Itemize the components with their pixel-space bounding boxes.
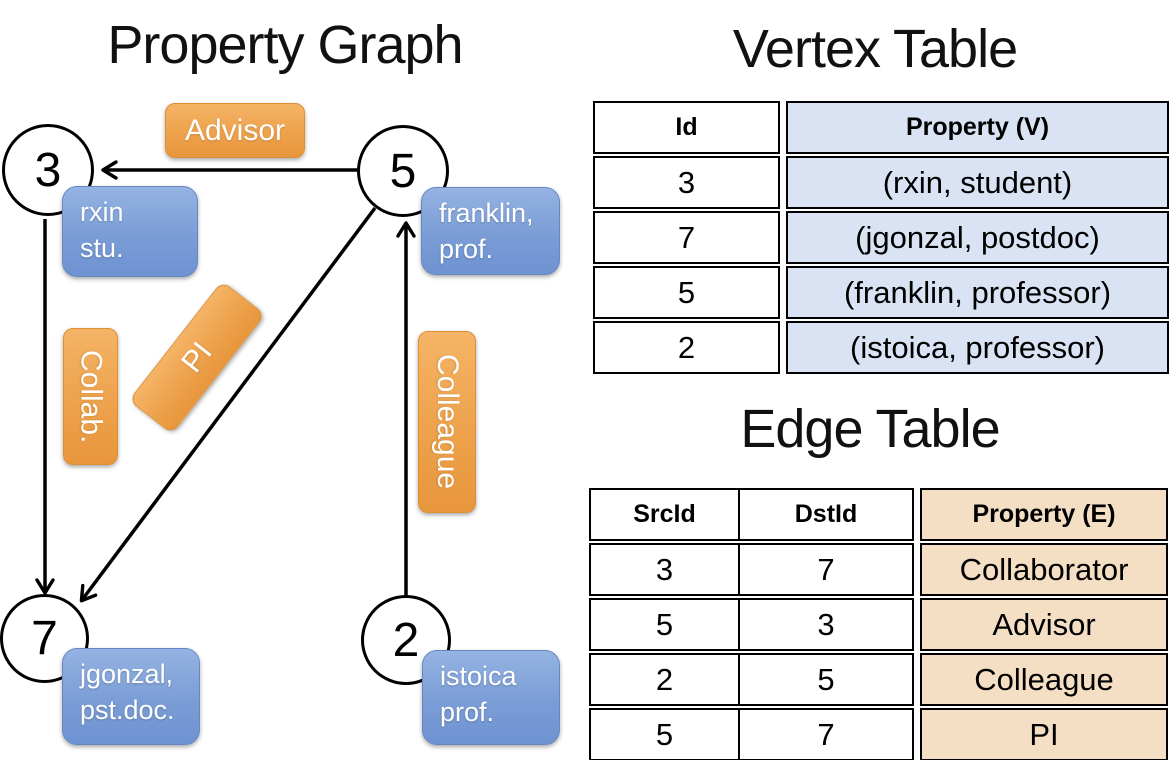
vertex-property-line: stu. bbox=[80, 232, 124, 263]
edge-table-id-columns: SrcId DstId 3 7 5 3 2 5 5 7 bbox=[589, 488, 914, 760]
vertex-property-line: jgonzal, bbox=[80, 659, 174, 689]
edge-table-property-cell: Colleague bbox=[920, 653, 1168, 706]
edge-table: SrcId DstId 3 7 5 3 2 5 5 7 Property (E)… bbox=[589, 488, 1168, 760]
vertex-table-header-id: Id bbox=[593, 101, 780, 154]
vertex-table-property-cell: (rxin, student) bbox=[786, 156, 1169, 209]
edge-table-row: 5 3 bbox=[589, 598, 914, 651]
edge-table-src-cell: 5 bbox=[589, 708, 740, 760]
vertex-node-2: 2 bbox=[361, 595, 451, 685]
graph-panel-title: Property Graph bbox=[107, 15, 463, 75]
edge-table-header-dstid: DstId bbox=[738, 488, 914, 541]
edge-table-property-cell: Collaborator bbox=[920, 543, 1168, 596]
edge-table-row: 2 5 bbox=[589, 653, 914, 706]
vertex-property-line: franklin, bbox=[439, 198, 534, 228]
edge-table-property-column: Property (E) Collaborator Advisor Collea… bbox=[920, 488, 1168, 760]
vertex-table: Id 3 7 5 2 Property (V) (rxin, student) … bbox=[593, 101, 1169, 374]
edge-table-dst-cell: 7 bbox=[738, 543, 914, 596]
vertex-property-box-franklin: franklin, prof. bbox=[421, 187, 560, 275]
vertex-property-line: rxin bbox=[80, 197, 124, 227]
vertex-property-line: istoica bbox=[440, 661, 517, 691]
vertex-property-box-jgonzal: jgonzal, pst.doc. bbox=[62, 648, 200, 745]
vertex-table-id-column: Id 3 7 5 2 bbox=[593, 101, 780, 374]
edge-table-property-cell: Advisor bbox=[920, 598, 1168, 651]
edge-table-row: 3 7 bbox=[589, 543, 914, 596]
edge-table-dst-cell: 5 bbox=[738, 653, 914, 706]
edge-table-src-cell: 5 bbox=[589, 598, 740, 651]
edge-table-property-cell: PI bbox=[920, 708, 1168, 760]
edge-label-collab: Collab. bbox=[63, 328, 118, 465]
edge-table-row: 5 7 bbox=[589, 708, 914, 760]
edge-table-src-cell: 3 bbox=[589, 543, 740, 596]
graph-edge-lines bbox=[35, 160, 416, 603]
vertex-property-box-istoica: istoica prof. bbox=[422, 650, 560, 745]
vertex-property-line: prof. bbox=[439, 233, 494, 264]
edge-table-dst-cell: 7 bbox=[738, 708, 914, 760]
vertex-table-property-cell: (jgonzal, postdoc) bbox=[786, 211, 1169, 264]
vertex-table-header-property: Property (V) bbox=[786, 101, 1169, 154]
vertex-table-id-cell: 7 bbox=[593, 211, 780, 264]
edge-table-header-srcid: SrcId bbox=[589, 488, 740, 541]
vertex-property-box-rxin: rxin stu. bbox=[62, 186, 198, 277]
vertex-table-property-cell: (franklin, professor) bbox=[786, 266, 1169, 319]
vertex-table-property-column: Property (V) (rxin, student) (jgonzal, p… bbox=[786, 101, 1169, 374]
edge-label-colleague: Colleague bbox=[418, 331, 476, 513]
vertex-table-id-cell: 2 bbox=[593, 321, 780, 374]
edge-table-src-cell: 2 bbox=[589, 653, 740, 706]
edge-table-dst-cell: 3 bbox=[738, 598, 914, 651]
vertex-table-id-cell: 3 bbox=[593, 156, 780, 209]
vertex-table-id-cell: 5 bbox=[593, 266, 780, 319]
edge-label-advisor: Advisor bbox=[165, 103, 305, 158]
vertex-property-line: prof. bbox=[440, 696, 495, 727]
edge-table-header-row: SrcId DstId bbox=[589, 488, 914, 541]
vertex-property-line: pst.doc. bbox=[80, 694, 175, 725]
edge-table-title: Edge Table bbox=[740, 399, 1000, 459]
vertex-table-title: Vertex Table bbox=[732, 19, 1018, 79]
vertex-node-5: 5 bbox=[357, 125, 449, 217]
edge-table-header-property: Property (E) bbox=[920, 488, 1168, 541]
vertex-table-property-cell: (istoica, professor) bbox=[786, 321, 1169, 374]
edge-pi-arrow bbox=[79, 206, 377, 603]
